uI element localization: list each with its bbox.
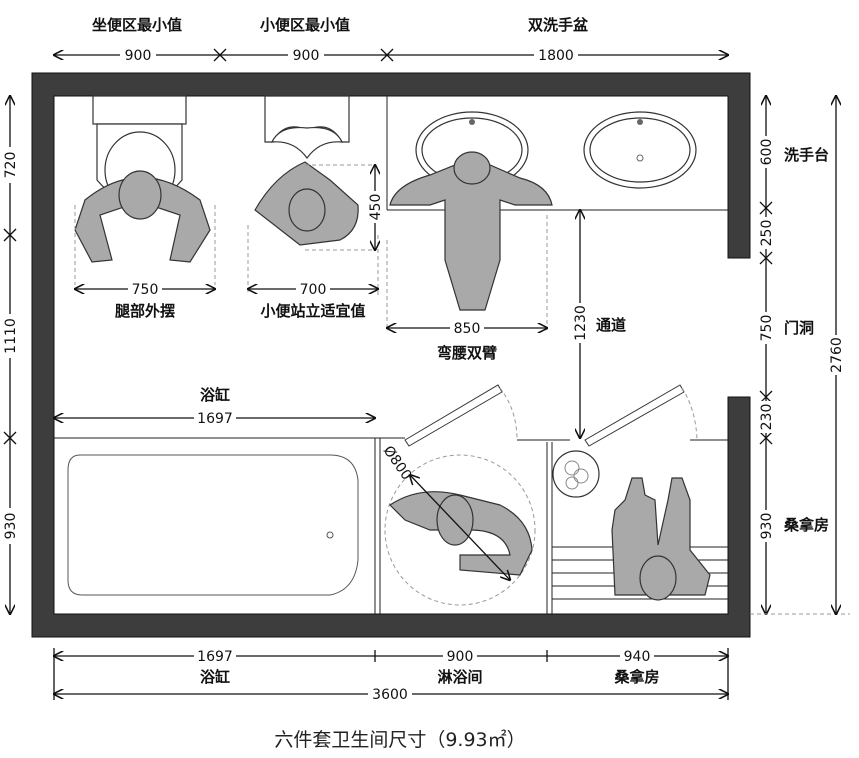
toilet-leg-dim: 750 xyxy=(132,282,159,298)
bottom-label-shower: 淋浴间 xyxy=(437,668,482,686)
urinal-depth-dim: 450 xyxy=(368,194,384,221)
person-showering xyxy=(389,491,533,576)
bottom-dim-tub: 1697 xyxy=(197,649,233,665)
basin-dim: 850 xyxy=(454,321,481,337)
left-dim-720: 720 xyxy=(3,152,19,179)
person-seated-sauna xyxy=(611,477,711,601)
urinal-width-dim: 700 xyxy=(300,282,327,298)
outer-wall xyxy=(31,72,751,638)
urinal-label: 小便站立适宜值 xyxy=(260,302,365,320)
bottom-total-dim: 3600 xyxy=(372,687,408,703)
aisle-dim: 1230 xyxy=(573,305,589,341)
heading-double-basin: 双洗手盆 xyxy=(528,16,589,34)
top-dim-urinal: 900 xyxy=(293,48,320,64)
bottom-dim-sauna: 940 xyxy=(624,649,651,665)
urinal-fixture xyxy=(264,95,350,160)
person-seated-toilet xyxy=(74,170,211,263)
tub-label-top: 浴缸 xyxy=(200,386,230,404)
shower-circle-dim-label: Ø800 xyxy=(380,443,415,483)
top-dim-ticks xyxy=(213,48,394,62)
right-dim-ticks xyxy=(759,201,773,445)
right-dim-750: 750 xyxy=(759,315,775,342)
basin-right xyxy=(583,111,697,189)
right-total-dim: 2760 xyxy=(829,337,845,373)
toilet-leg-label: 腿部外摆 xyxy=(115,302,175,320)
basin-label: 弯腰双臂 xyxy=(437,344,497,362)
sauna-stone-heater xyxy=(552,450,600,498)
person-standing-urinal xyxy=(254,161,359,246)
shower-door xyxy=(404,384,518,447)
heading-toilet-zone: 坐便区最小值 xyxy=(92,16,182,34)
right-dim-600: 600 xyxy=(759,139,775,166)
bottom-label-tub: 浴缸 xyxy=(200,668,230,686)
right-label-vanity: 洗手台 xyxy=(784,146,829,164)
interior-partitions xyxy=(54,96,728,614)
left-dim-1110: 1110 xyxy=(3,318,19,354)
shower-circle-dim xyxy=(410,475,510,580)
bottom-dim-shower: 900 xyxy=(447,649,474,665)
right-dim-930: 930 xyxy=(759,513,775,540)
left-dim-930: 930 xyxy=(3,513,19,540)
top-dim-basin: 1800 xyxy=(538,48,574,64)
left-dim-ticks xyxy=(3,228,17,445)
bottom-label-sauna: 桑拿房 xyxy=(614,668,659,686)
aisle-label: 通道 xyxy=(596,316,626,334)
right-label-sauna: 桑拿房 xyxy=(784,516,829,534)
sauna-door xyxy=(584,384,698,447)
right-dim-250: 250 xyxy=(759,220,775,247)
right-dim-230: 230 xyxy=(759,404,775,431)
top-dim-toilet: 900 xyxy=(125,48,152,64)
shower-turn-circle xyxy=(384,454,536,606)
diagram-caption: 六件套卫生间尺寸（9.93㎡） xyxy=(274,728,525,751)
tub-dim: 1697 xyxy=(197,411,233,427)
heading-urinal-zone: 小便区最小值 xyxy=(260,16,350,34)
right-label-doorway: 门洞 xyxy=(784,319,814,337)
person-bending-basin xyxy=(389,151,553,311)
bathtub xyxy=(67,454,359,596)
